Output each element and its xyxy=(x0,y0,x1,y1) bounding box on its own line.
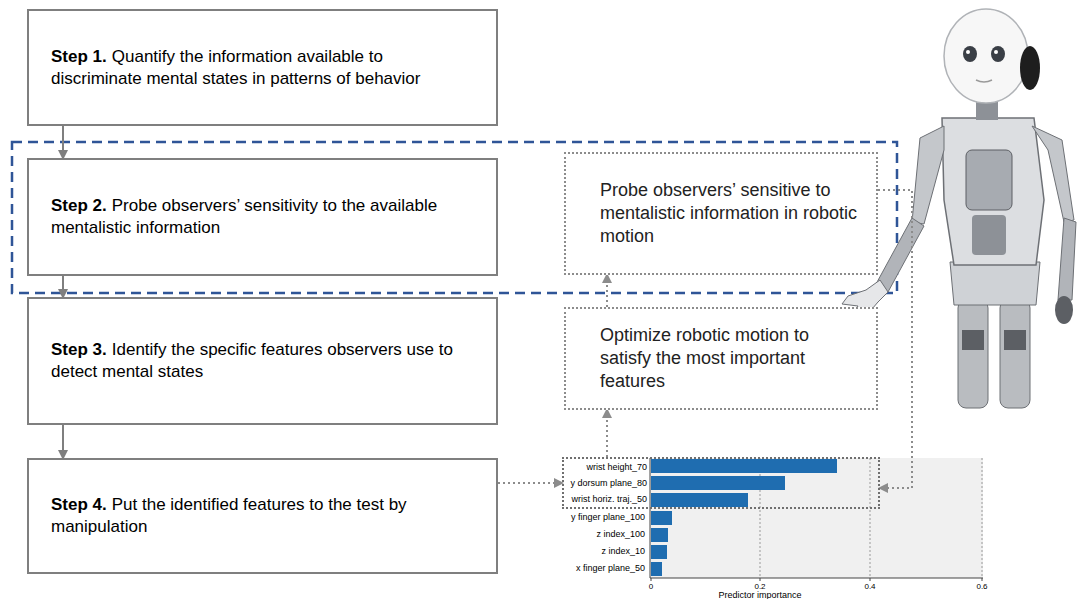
bar xyxy=(651,545,667,559)
text-block: Probe observers’ sensitive to mentalisti… xyxy=(600,179,862,248)
chart-plot-area xyxy=(650,458,983,578)
step-heading: Step 2. xyxy=(51,196,107,215)
tick xyxy=(870,578,871,581)
tick-label: 0 xyxy=(636,580,666,594)
bar xyxy=(651,511,672,525)
bar-label: z index_100 xyxy=(562,527,645,541)
tick-label: 0.4 xyxy=(855,580,885,594)
bar xyxy=(651,562,662,576)
bar-label: x finger plane_50 xyxy=(562,561,645,575)
step-text: Probe observers’ sensitivity to the avai… xyxy=(51,196,437,237)
text-block: Step 2.Probe observers’ sensitivity to t… xyxy=(51,195,476,239)
tick xyxy=(651,578,652,581)
process-box: Step 3.Identify the specific features ob… xyxy=(27,297,498,425)
process-box: Step 1.Quantify the information availabl… xyxy=(27,9,498,126)
bar xyxy=(651,459,837,473)
step-text: Probe observers’ sensitive to mentalisti… xyxy=(600,180,857,246)
bar-label: z index_10 xyxy=(562,544,645,558)
flow-arrow xyxy=(62,276,64,297)
text-block: Optimize robotic motion to satisfy the m… xyxy=(600,324,862,393)
step-heading: Step 3. xyxy=(51,340,107,359)
step-heading: Step 4. xyxy=(51,495,107,514)
bar-label: y finger plane_100 xyxy=(562,510,645,524)
robot-step-box: Probe observers’ sensitive to mentalisti… xyxy=(564,152,878,275)
process-box: Step 4.Put the identified features to th… xyxy=(27,458,498,574)
text-block: Step 4.Put the identified features to th… xyxy=(51,494,476,538)
text-block: Step 3.Identify the specific features ob… xyxy=(51,339,476,383)
dashed-band xyxy=(12,142,897,293)
bar xyxy=(651,476,785,490)
dotted-arrow xyxy=(498,482,562,484)
bar xyxy=(651,528,668,542)
text-block: Step 1.Quantify the information availabl… xyxy=(51,46,476,90)
axis-line xyxy=(650,578,983,579)
dotted-arrow xyxy=(606,275,608,307)
axis-line xyxy=(650,458,651,578)
tick xyxy=(760,578,761,581)
grid-line xyxy=(870,458,871,578)
tick xyxy=(982,578,983,581)
bar-label: y dorsum plane_80 xyxy=(564,475,647,491)
dotted-arrow xyxy=(606,410,608,457)
axis-title: Predictor importance xyxy=(690,588,830,599)
top-features-box: wrist height_70y dorsum plane_80wrist ho… xyxy=(562,457,880,509)
process-box: Step 2.Probe observers’ sensitivity to t… xyxy=(27,158,498,276)
step-heading: Step 1. xyxy=(51,47,107,66)
step-text: Optimize robotic motion to satisfy the m… xyxy=(600,325,809,391)
bar-label: wrist height_70 xyxy=(564,459,647,475)
flow-arrow xyxy=(62,126,64,158)
bar-label: wrist horiz. traj._50 xyxy=(564,491,647,507)
robot-step-box: Optimize robotic motion to satisfy the m… xyxy=(564,307,878,410)
bar xyxy=(651,493,748,507)
dotted-arrow xyxy=(878,190,912,488)
step-text: Identify the specific features observers… xyxy=(51,340,453,381)
grid-line xyxy=(982,458,983,578)
tick-label: 0.6 xyxy=(962,580,1002,594)
flow-arrow xyxy=(62,425,64,458)
